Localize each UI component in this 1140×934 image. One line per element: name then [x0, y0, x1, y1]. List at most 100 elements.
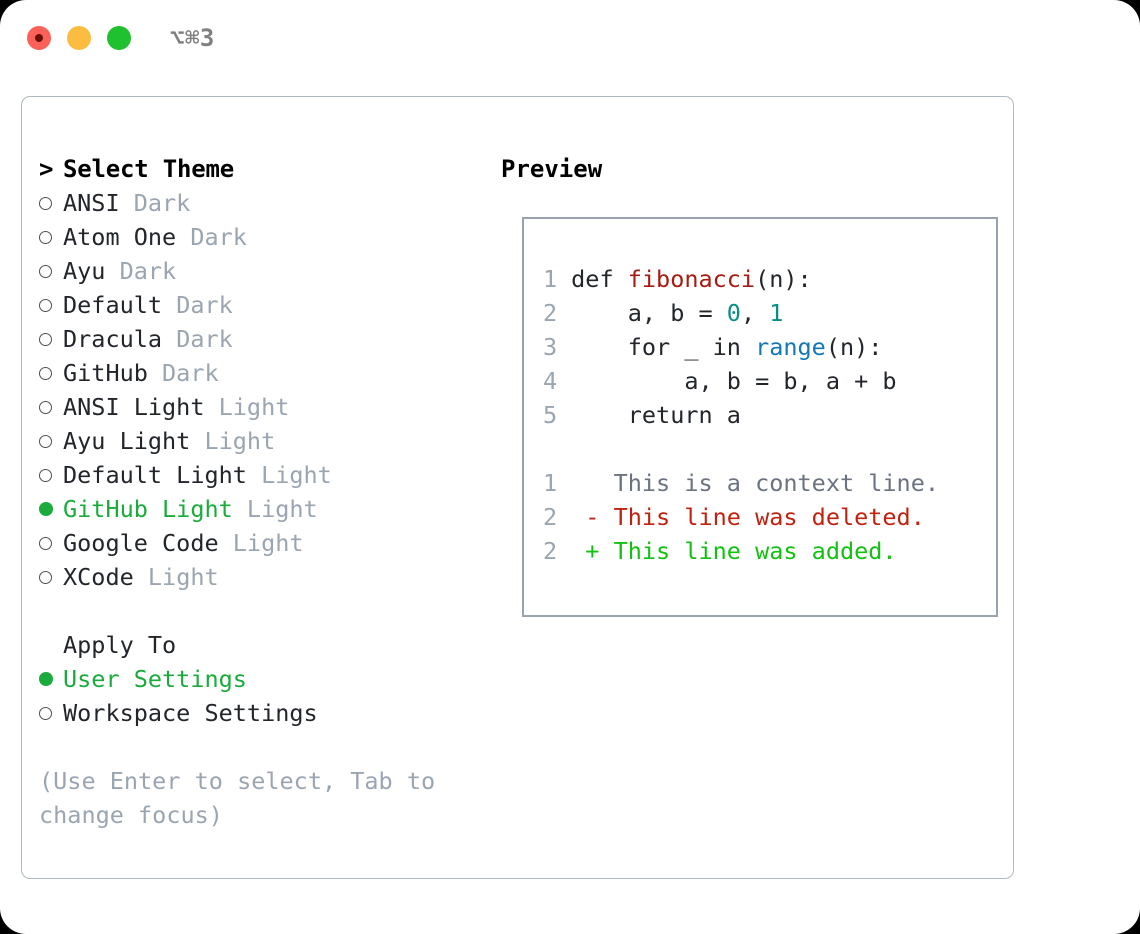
theme-variant-label: Dark [147, 359, 219, 387]
radio-unselected-icon [39, 571, 52, 584]
radio-unselected-icon [39, 367, 52, 380]
line-number: 4 [543, 367, 558, 395]
apply-to-option-label: Workspace Settings [63, 699, 318, 727]
diff-line-number: 1 [543, 469, 558, 497]
theme-name-label: Default [63, 291, 163, 319]
diff-marker: - [557, 503, 614, 531]
keyboard-hint: (Use Enter to select, Tab to change focu… [39, 767, 436, 829]
maximize-window-icon[interactable] [107, 26, 131, 50]
theme-radio-marker [39, 424, 63, 458]
code-token: return a [571, 401, 741, 429]
keyboard-shortcut-label: ⌥⌘3 [170, 24, 215, 52]
line-number: 2 [543, 299, 558, 327]
radio-unselected-icon [39, 231, 52, 244]
theme-name-label: Dracula [63, 325, 163, 353]
theme-list-item[interactable]: Ayu Light Light [39, 424, 489, 458]
apply-to-option[interactable]: User Settings [39, 662, 489, 696]
theme-list-item[interactable]: Default Dark [39, 288, 489, 322]
theme-name-label: GitHub Light [63, 495, 233, 523]
theme-radio-marker [39, 254, 63, 288]
radio-selected-icon [39, 502, 53, 516]
code-line: 1 def fibonacci(n): [543, 262, 988, 296]
theme-variant-label: Light [133, 563, 219, 591]
diff-text: This is a context line. [613, 469, 940, 497]
radio-unselected-icon [39, 333, 52, 346]
radio-unselected-icon [39, 401, 52, 414]
theme-list-item[interactable]: GitHub Dark [39, 356, 489, 390]
theme-list-item[interactable]: Default Light Light [39, 458, 489, 492]
theme-list-item[interactable]: Dracula Dark [39, 322, 489, 356]
theme-name-label: Atom One [63, 223, 177, 251]
theme-name-label: Ayu [63, 257, 106, 285]
diff-line: 2 - This line was deleted. [543, 500, 988, 534]
window-controls [27, 26, 131, 50]
theme-radio-marker [39, 288, 63, 322]
line-number: 5 [543, 401, 558, 429]
theme-variant-label: Light [190, 427, 276, 455]
theme-name-label: ANSI [63, 189, 120, 217]
theme-variant-label: Dark [119, 189, 191, 217]
theme-variant-label: Dark [105, 257, 177, 285]
code-token: a, b = [571, 299, 727, 327]
theme-radio-marker [39, 526, 63, 560]
theme-list-item[interactable]: Google Code Light [39, 526, 489, 560]
diff-marker [557, 469, 614, 497]
code-token: a, b = b, a + b [571, 367, 897, 395]
theme-name-label: Google Code [63, 529, 219, 557]
theme-variant-label: Light [232, 495, 318, 523]
theme-list-item[interactable]: ANSI Dark [39, 186, 489, 220]
code-line: 4 a, b = b, a + b [543, 364, 988, 398]
line-number: 1 [543, 265, 558, 293]
diff-line-number: 2 [543, 537, 558, 565]
theme-variant-label: Dark [176, 223, 247, 251]
theme-list-item[interactable]: GitHub Light Light [39, 492, 489, 526]
diff-text: This line was added. [613, 537, 897, 565]
title-bar: ⌥⌘3 [0, 0, 1140, 78]
preview-panel-container: Preview 1 def fibonacci(n):2 a, b = 0, 1… [501, 152, 1001, 617]
theme-picker-heading: > Select Theme [39, 152, 489, 186]
radio-unselected-icon [39, 197, 52, 210]
theme-name-label: Default Light [63, 461, 247, 489]
theme-name-label: XCode [63, 563, 134, 591]
code-line: 2 a, b = 0, 1 [543, 296, 988, 330]
diff-marker: + [557, 537, 614, 565]
theme-radio-marker [39, 560, 63, 594]
apply-to-radio-marker [39, 696, 63, 730]
diff-line: 2 + This line was added. [543, 534, 988, 568]
theme-list-item[interactable]: Atom One Dark [39, 220, 489, 254]
line-number: 3 [543, 333, 558, 361]
radio-unselected-icon [39, 537, 52, 550]
code-token: for _ in [571, 333, 756, 361]
theme-name-label: GitHub [63, 359, 148, 387]
apply-to-heading: Apply To [39, 628, 489, 662]
theme-name-label: ANSI Light [63, 393, 205, 421]
theme-list-item[interactable]: ANSI Light Light [39, 390, 489, 424]
radio-unselected-icon [39, 469, 52, 482]
theme-list-item[interactable]: Ayu Dark [39, 254, 489, 288]
theme-variant-label: Light [218, 529, 304, 557]
apply-to-label: Apply To [63, 631, 177, 659]
preview-title: Preview [501, 155, 603, 183]
code-token: (n): [825, 333, 883, 361]
code-preview: 1 def fibonacci(n):2 a, b = 0, 1 3 for _ … [543, 262, 988, 568]
diff-line: 1 This is a context line. [543, 466, 988, 500]
theme-radio-marker [39, 186, 63, 220]
apply-to-option[interactable]: Workspace Settings [39, 696, 489, 730]
code-block: 1 def fibonacci(n):2 a, b = 0, 1 3 for _ … [543, 262, 988, 432]
close-window-icon[interactable] [27, 26, 51, 50]
spacer [39, 628, 63, 662]
page-title: Select Theme [63, 155, 234, 183]
diff-text: This line was deleted. [613, 503, 925, 531]
theme-variant-label: Dark [162, 291, 233, 319]
radio-unselected-icon [39, 299, 52, 312]
code-token: fibonacci [627, 265, 756, 293]
theme-radio-marker [39, 390, 63, 424]
theme-list-item[interactable]: XCode Light [39, 560, 489, 594]
apply-to-radio-marker [39, 662, 63, 696]
diff-line-number: 2 [543, 503, 558, 531]
minimize-window-icon[interactable] [67, 26, 91, 50]
